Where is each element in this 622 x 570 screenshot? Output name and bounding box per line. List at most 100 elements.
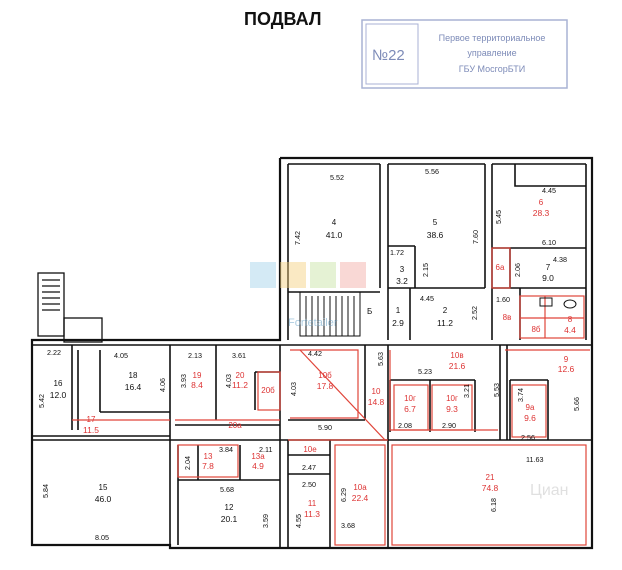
- stamp-line-1: Первое территориальное: [439, 33, 546, 43]
- dimension-label: 7.60: [471, 230, 480, 244]
- room-number: 17: [87, 415, 96, 424]
- dimension-label: 4.03: [289, 382, 298, 396]
- room-area: 74.8: [482, 483, 499, 493]
- room-label-20b: 20б: [261, 386, 275, 395]
- room-area: 11.2: [437, 318, 453, 328]
- dimension-label: 2.13: [188, 351, 202, 360]
- room-area: 46.0: [95, 494, 112, 504]
- room-area: 4.9: [252, 461, 264, 471]
- dimension-label: 4.03: [224, 374, 233, 388]
- room-area: 14.8: [368, 397, 385, 407]
- room-number: 13а: [251, 452, 265, 461]
- dimension-label: 2.06: [513, 263, 522, 277]
- dimension-label: 4.42: [308, 349, 322, 358]
- dimension-label: 1.60: [496, 295, 510, 304]
- room-number: 2: [443, 306, 448, 315]
- room-area: 8.4: [191, 380, 203, 390]
- left-stair: [37, 272, 103, 343]
- room-number: 9а: [526, 403, 535, 412]
- room-number: 13: [204, 452, 213, 461]
- room-number: 10б: [318, 371, 332, 380]
- dimension-label: 5.52: [330, 173, 344, 182]
- room-number: 10а: [353, 483, 367, 492]
- room-area: 12.0: [50, 390, 67, 400]
- room-area: 11.5: [83, 425, 99, 435]
- room-area: 6.7: [404, 404, 416, 414]
- room-number: 1: [396, 306, 401, 315]
- dimension-label: 3.21: [462, 384, 471, 398]
- dimension-label: 5.68: [220, 485, 234, 494]
- dimension-label: 5.84: [41, 484, 50, 498]
- room-number: 16: [54, 379, 63, 388]
- room-area: 9.6: [524, 413, 536, 423]
- dimension-label: 4.05: [114, 351, 128, 360]
- red-labels: 6а 20б 20а 10е: [228, 263, 505, 454]
- room-number: 9: [564, 355, 569, 364]
- room-number: 10: [372, 387, 381, 396]
- dimension-label: 2.22: [47, 348, 61, 357]
- room-number: 4: [332, 218, 337, 227]
- room-area: 9.3: [446, 404, 458, 414]
- dimension-label: 2.15: [421, 263, 430, 277]
- watermark: Fortetailer Циан: [250, 262, 569, 499]
- dimension-label: 4.55: [294, 514, 303, 528]
- room-label-10e: 10е: [303, 445, 317, 454]
- room-area: 3.2: [396, 276, 408, 286]
- red-partitions: [72, 247, 590, 546]
- dimension-label: 2.50: [302, 480, 316, 489]
- dimension-label: 6.18: [489, 498, 498, 512]
- room-area: 21.6: [449, 361, 466, 371]
- dimension-label: 4.45: [542, 186, 556, 195]
- dimension-label: 2.47: [302, 463, 316, 472]
- room-area: 22.4: [352, 493, 369, 503]
- room-number: 10г: [404, 394, 416, 403]
- dimension-label: 2.56: [521, 433, 535, 442]
- room-number: 18: [129, 371, 138, 380]
- dimension-label: 5.23: [418, 367, 432, 376]
- room-area: 11.2: [232, 380, 248, 390]
- dimension-label: 3.59: [261, 514, 270, 528]
- room-labels: 4 41.0 5 38.6 6 28.3 3 3.2 7 9.0 1 2.9 2…: [50, 198, 576, 524]
- room-number: 6: [539, 198, 544, 207]
- dimension-label: 5.56: [425, 167, 439, 176]
- dimension-label: 5.66: [572, 397, 581, 411]
- dimension-label: 3.84: [219, 445, 233, 454]
- dimension-label: 3.93: [179, 374, 188, 388]
- room-area: 4.4: [564, 325, 576, 335]
- room-area: 7.8: [202, 461, 214, 471]
- room-area: 20.1: [221, 514, 238, 524]
- watermark-corner: Циан: [530, 482, 569, 499]
- room-number: 20: [236, 371, 245, 380]
- dimension-label: 3.74: [516, 388, 525, 402]
- room-area: 12.6: [558, 364, 575, 374]
- room-area: 9.0: [542, 273, 554, 283]
- room-label-20a: 20а: [228, 421, 242, 430]
- watermark-brand: Fortetailer: [288, 317, 338, 329]
- room-area: 16.4: [125, 382, 142, 392]
- dimension-label: 1.72: [390, 248, 404, 257]
- stamp-line-3: ГБУ МосгорБТИ: [459, 64, 525, 74]
- dimension-label: 11.63: [526, 455, 543, 464]
- dimension-label: 6.29: [339, 488, 348, 502]
- bti-stamp: №22 Первое территориальное управление ГБ…: [361, 19, 568, 89]
- dimension-label: 2.08: [398, 421, 412, 430]
- room-number: 8в: [503, 313, 512, 322]
- room-area: 28.3: [533, 208, 550, 218]
- dimension-label: 7.42: [293, 231, 302, 245]
- inner-stair: [299, 291, 361, 337]
- room-number: 10г: [446, 394, 458, 403]
- dimension-label: 5.53: [492, 383, 501, 397]
- room-area: 2.9: [392, 318, 404, 328]
- dimension-label: 5.42: [37, 394, 46, 408]
- stair-label: Б: [367, 307, 372, 316]
- plan-title: ПОДВАЛ: [244, 9, 321, 29]
- stamp-number: №22: [372, 47, 405, 64]
- room-number: 8: [568, 315, 573, 324]
- room-area: 41.0: [326, 230, 343, 240]
- room-number: 8б: [531, 325, 540, 334]
- sanitary-fixtures: [539, 297, 577, 309]
- room-label-6a: 6а: [496, 263, 505, 272]
- dimension-label: 6.10: [542, 238, 556, 247]
- dimension-label: 3.61: [232, 351, 246, 360]
- stamp-line-2: управление: [467, 48, 516, 58]
